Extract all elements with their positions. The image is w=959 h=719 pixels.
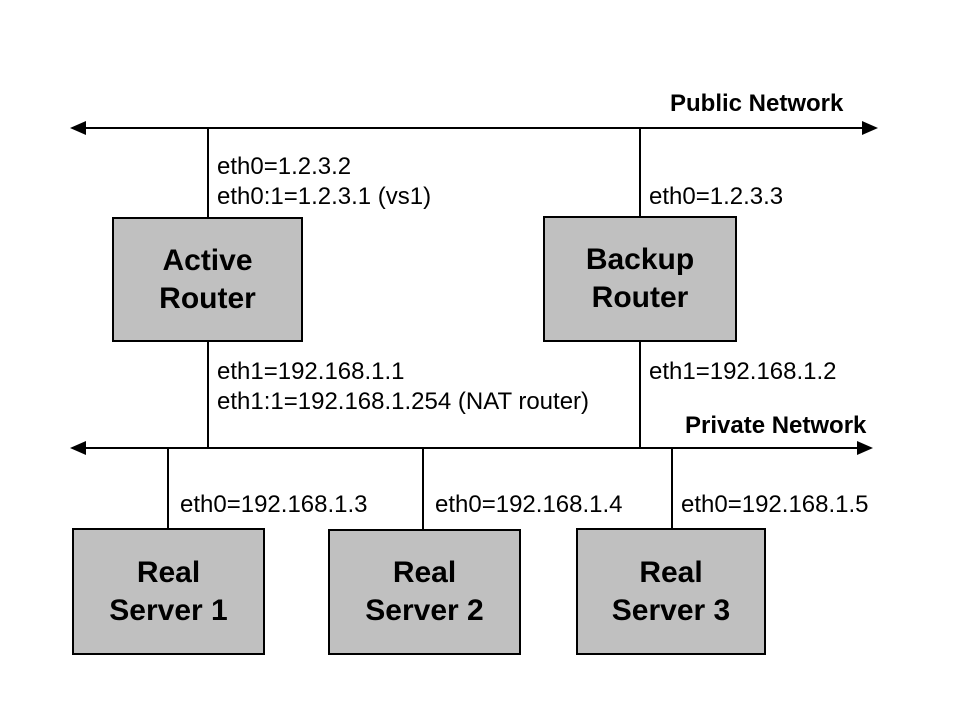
link-real-server-2-to-private	[422, 449, 424, 529]
active-router-name-line1: Active	[162, 243, 253, 277]
link-real-server-3-to-private	[671, 449, 673, 528]
link-real-server-1-to-private	[167, 449, 169, 528]
real-server-1-name-line1: Real	[136, 555, 201, 589]
active-router-name-line2: Router	[159, 281, 256, 315]
public-network-line	[74, 127, 866, 129]
real-server-3-box: Real Server 3	[576, 528, 766, 655]
real-server-3-name-line1: Real	[639, 555, 703, 589]
label-active-router-eth1: eth1=192.168.1.1 eth1:1=192.168.1.254 (N…	[217, 357, 589, 417]
backup-router-box: Backup Router	[543, 216, 737, 342]
label-backup-router-eth0: eth0=1.2.3.3	[649, 183, 784, 210]
link-active-router-to-public	[207, 129, 209, 217]
real-server-1-name-line2: Server 1	[109, 593, 228, 627]
label-active-router-eth1-alias: eth1:1=192.168.1.254 (NAT router)	[217, 388, 590, 415]
label-real-server-2-eth0: eth0=192.168.1.4	[435, 491, 623, 518]
backup-router-name-line2: Router	[591, 281, 689, 314]
backup-router-name-line1: Backup	[585, 243, 695, 276]
link-backup-router-to-public	[639, 129, 641, 216]
real-server-2-name-line1: Real	[392, 556, 457, 589]
private-network-left-arrow-icon	[70, 441, 86, 455]
label-active-router-eth0-line1: eth0=1.2.3.2	[217, 153, 352, 180]
private-network-label: Private Network	[685, 412, 867, 439]
public-network-left-arrow-icon	[70, 121, 86, 135]
private-network-line	[74, 447, 861, 449]
public-network-right-arrow-icon	[862, 121, 878, 135]
real-server-2-name-line2: Server 2	[365, 594, 484, 627]
private-network-right-arrow-icon	[857, 441, 873, 455]
public-network-label: Public Network	[670, 90, 844, 117]
link-backup-router-to-private	[639, 342, 641, 447]
real-server-2-box: Real Server 2	[328, 529, 521, 655]
label-backup-router-eth1: eth1=192.168.1.2	[649, 358, 837, 385]
real-server-1-box: Real Server 1	[72, 528, 265, 655]
label-active-router-eth1-line1: eth1=192.168.1.1	[217, 358, 405, 385]
label-active-router-eth0: eth0=1.2.3.2 eth0:1=1.2.3.1 (vs1)	[217, 152, 431, 212]
label-active-router-eth0-alias: eth0:1=1.2.3.1 (vs1)	[217, 183, 432, 210]
active-router-box: Active Router	[112, 217, 303, 342]
label-real-server-1-eth0: eth0=192.168.1.3	[180, 491, 368, 518]
label-real-server-3-eth0: eth0=192.168.1.5	[681, 491, 869, 518]
link-active-router-to-private	[207, 342, 209, 447]
real-server-3-name-line2: Server 3	[611, 593, 731, 627]
